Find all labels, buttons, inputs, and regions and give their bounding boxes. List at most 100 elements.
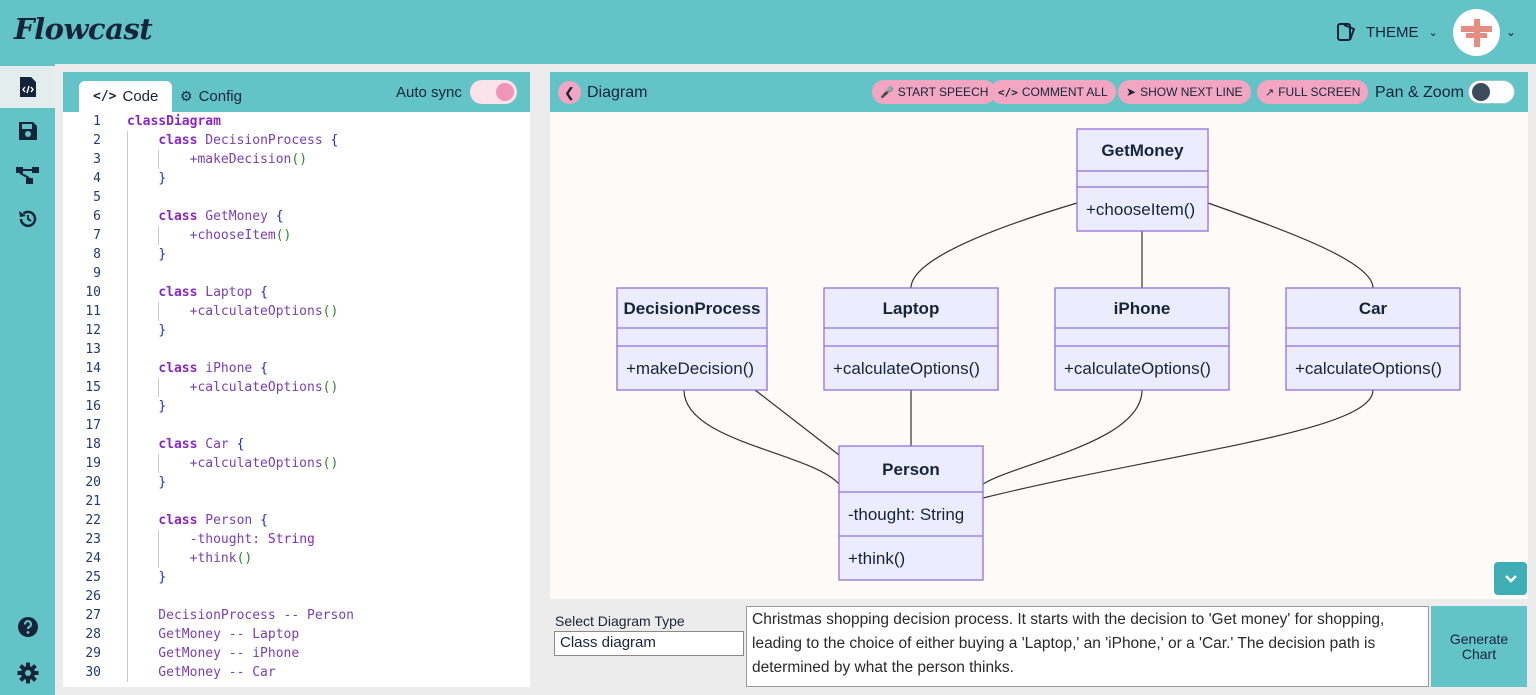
full-screen-label: FULL SCREEN (1278, 85, 1361, 99)
class-name: Laptop (883, 299, 940, 318)
scroll-down-button[interactable] (1494, 562, 1527, 595)
sidebar-item-history[interactable] (0, 198, 55, 240)
toggle-knob (1472, 83, 1490, 101)
code-text: class GetMoney { (158, 209, 284, 224)
autosync-toggle[interactable] (470, 80, 517, 104)
avatar-image (1461, 19, 1492, 47)
prompt-textarea[interactable]: Christmas shopping decision process. It … (746, 606, 1429, 687)
chevron-down-icon[interactable]: ⌄ (1506, 25, 1517, 39)
code-text: DecisionProcess -- Person (127, 608, 354, 623)
avatar[interactable] (1453, 9, 1500, 56)
class-node-decisionprocess[interactable]: DecisionProcess+makeDecision() (616, 287, 768, 391)
panzoom-toggle[interactable] (1468, 80, 1515, 104)
collapse-button[interactable]: ❮ (558, 81, 581, 104)
class-attribute: -thought: String (848, 505, 964, 524)
code-line[interactable]: 27 DecisionProcess -- Person (63, 606, 530, 625)
code-line[interactable]: 4 } (63, 169, 530, 188)
code-line[interactable]: 11 +calculateOptions() (63, 302, 530, 321)
code-line[interactable]: 10 class Laptop { (63, 283, 530, 302)
code-line[interactable]: 22 class Person { (63, 511, 530, 530)
class-box (1076, 128, 1209, 232)
code-line[interactable]: 13 (63, 340, 530, 359)
line-number: 28 (85, 627, 101, 642)
toggle-knob (496, 83, 514, 101)
line-number: 3 (93, 152, 101, 167)
code-line[interactable]: 16 } (63, 397, 530, 416)
sidebar-item-settings[interactable] (0, 652, 55, 694)
code-line[interactable]: 25 } (63, 568, 530, 587)
code-text: +makeDecision() (127, 152, 308, 167)
code-line[interactable]: 15 +calculateOptions() (63, 378, 530, 397)
relation-edge (982, 389, 1143, 485)
class-diagram-canvas[interactable]: GetMoney+chooseItem() DecisionProcess+mak… (550, 112, 1528, 599)
class-box (823, 287, 999, 391)
code-line[interactable]: 20 } (63, 473, 530, 492)
code-line[interactable]: 9 (63, 264, 530, 283)
diagram-type-select[interactable]: Class diagram (554, 631, 744, 656)
class-method: +think() (848, 549, 905, 568)
code-line[interactable]: 28 GetMoney -- Laptop (63, 625, 530, 644)
code-line[interactable]: 2 class DecisionProcess { (63, 131, 530, 150)
code-line[interactable]: 24 +think() (63, 549, 530, 568)
line-number: 26 (85, 589, 101, 604)
class-node-car[interactable]: Car+calculateOptions() (1285, 287, 1461, 391)
relation-edge (1207, 202, 1374, 289)
diagram-panel: ❮ Diagram 🎤 START SPEECH </> COMMENT ALL… (550, 72, 1528, 599)
code-text: class DecisionProcess { (158, 133, 339, 148)
prompt-area: Select Diagram Type Class diagram Christ… (550, 606, 1528, 687)
code-text: } (158, 570, 167, 585)
code-line[interactable]: 14 class iPhone { (63, 359, 530, 378)
class-node-laptop[interactable]: Laptop+calculateOptions() (823, 287, 999, 391)
code-line[interactable]: 19 +calculateOptions() (63, 454, 530, 473)
autosync-label: Auto sync (396, 84, 462, 101)
code-line[interactable]: 23 -thought: String (63, 530, 530, 549)
code-line[interactable]: 6 class GetMoney { (63, 207, 530, 226)
chevron-left-icon: ❮ (564, 84, 575, 100)
class-box (1054, 287, 1230, 391)
relation-edge (683, 389, 840, 485)
sidebar-item-code[interactable] (0, 66, 55, 108)
line-number: 9 (93, 266, 101, 281)
theme-button[interactable]: THEME ⌄ (1336, 21, 1438, 43)
code-line[interactable]: 26 (63, 587, 530, 606)
code-line[interactable]: 3 +makeDecision() (63, 150, 530, 169)
full-screen-button[interactable]: ↗ FULL SCREEN (1257, 80, 1369, 104)
start-speech-button[interactable]: 🎤 START SPEECH (872, 80, 997, 104)
code-line[interactable]: 12 } (63, 321, 530, 340)
app-logo[interactable]: Flowcast (14, 12, 153, 46)
class-box (1285, 287, 1461, 391)
show-next-line-button[interactable]: ➤ SHOW NEXT LINE (1118, 80, 1251, 104)
comment-all-button[interactable]: </> COMMENT ALL (990, 80, 1116, 104)
code-line[interactable]: 18 class Car { (63, 435, 530, 454)
class-box (616, 287, 768, 391)
line-number: 30 (85, 665, 101, 680)
code-line[interactable]: 8 } (63, 245, 530, 264)
class-method: +chooseItem() (1086, 200, 1195, 219)
theme-label: THEME (1366, 23, 1419, 41)
class-node-iphone[interactable]: iPhone+calculateOptions() (1054, 287, 1230, 391)
line-number: 5 (93, 190, 101, 205)
code-line[interactable]: 29 GetMoney -- iPhone (63, 644, 530, 663)
left-sidebar (0, 64, 55, 695)
sidebar-item-help[interactable] (0, 606, 55, 648)
code-line[interactable]: 21 (63, 492, 530, 511)
tab-code[interactable]: </> Code (79, 81, 173, 112)
tab-config[interactable]: ⚙ Config (166, 81, 256, 112)
code-line[interactable]: 30 GetMoney -- Car (63, 663, 530, 682)
class-node-person[interactable]: Person-thought: String+think() (838, 445, 984, 581)
sidebar-item-flowchart[interactable] (0, 154, 55, 196)
code-line[interactable]: 7 +chooseItem() (63, 226, 530, 245)
relation-edge (754, 389, 840, 456)
generate-chart-button[interactable]: Generate Chart (1431, 606, 1527, 687)
code-line[interactable]: 17 (63, 416, 530, 435)
line-number: 16 (85, 399, 101, 414)
sidebar-item-save[interactable] (0, 110, 55, 152)
code-text: class Person { (158, 513, 268, 528)
editor-header: </> Code ⚙ Config Auto sync (63, 72, 530, 112)
code-line[interactable]: 5 (63, 188, 530, 207)
line-number: 24 (85, 551, 101, 566)
class-node-getmoney[interactable]: GetMoney+chooseItem() (1076, 128, 1209, 232)
line-number: 21 (85, 494, 101, 509)
